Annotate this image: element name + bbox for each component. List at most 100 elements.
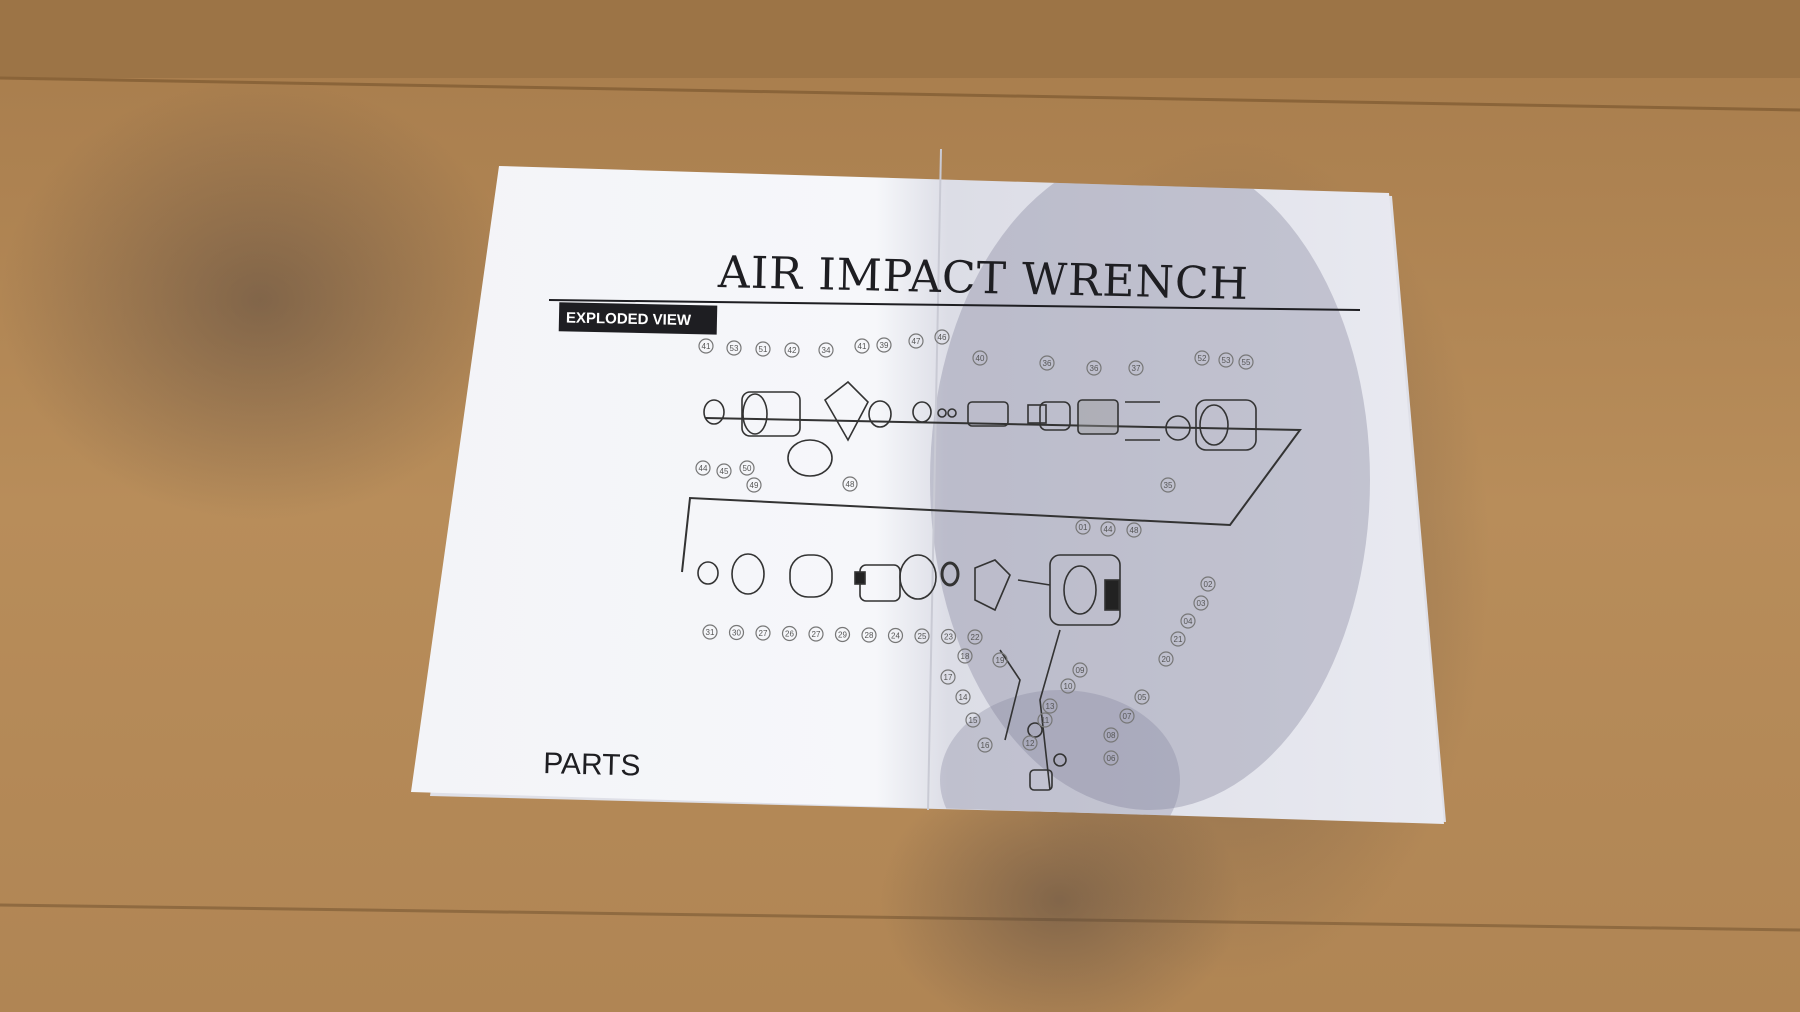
- section-badge: [558, 302, 718, 335]
- callout-circle: [914, 628, 930, 644]
- callout-number: 11: [1041, 716, 1050, 725]
- callout-circle: [702, 624, 718, 640]
- callout-circle: [728, 624, 745, 641]
- callout-number: 48: [1130, 526, 1139, 535]
- callout-circle: [1119, 708, 1135, 724]
- callout-number: 25: [918, 632, 927, 641]
- callout-circle: [955, 689, 971, 705]
- callout-circle: [818, 342, 834, 358]
- callout-circle: [965, 712, 981, 728]
- callout-number: 47: [912, 337, 921, 346]
- callout-number: 01: [1079, 523, 1088, 532]
- callout-circle: [967, 629, 983, 645]
- callout-circle: [781, 625, 798, 642]
- hand-shadow: [880, 760, 1240, 1012]
- callout-circle: [746, 477, 762, 493]
- callout-circle: [1194, 350, 1210, 366]
- callout-number: 02: [1204, 580, 1213, 589]
- callout-number: 55: [1242, 358, 1251, 367]
- cardboard-top-flap: [0, 0, 1800, 78]
- callout-circle: [1238, 354, 1254, 370]
- callout-circle: [972, 350, 988, 366]
- callout-circle: [698, 338, 714, 354]
- callout-number: 07: [1123, 712, 1132, 721]
- callout-circle: [940, 628, 957, 645]
- callout-number: 03: [1197, 599, 1206, 608]
- hand-shadow-on-paper: [930, 166, 1370, 810]
- callout-number: 27: [812, 630, 821, 639]
- callout-number: 40: [976, 354, 985, 363]
- callout-number: 39: [880, 341, 889, 350]
- section-badge-label: EXPLODED VIEW: [566, 309, 692, 329]
- callout-circle: [834, 626, 851, 643]
- callout-number: 49: [750, 481, 759, 490]
- callout-number: 12: [1026, 739, 1035, 748]
- callout-number: 41: [702, 342, 711, 351]
- callout-circle: [1170, 631, 1186, 647]
- callout-number: 26: [785, 630, 794, 639]
- callout-circle: [908, 333, 924, 349]
- callout-circle: [940, 669, 956, 685]
- callout-number: 45: [720, 467, 729, 476]
- callout-number: 35: [1164, 481, 1173, 490]
- callout-circle: [1037, 712, 1053, 728]
- paper-fold: [927, 148, 942, 811]
- callout-number: 34: [822, 346, 831, 355]
- callout-circle: [1075, 519, 1091, 535]
- callout-number: 04: [1184, 617, 1193, 626]
- callout-number: 05: [1138, 693, 1147, 702]
- callout-circle: [887, 627, 904, 644]
- document-title: AIR IMPACT WRENCH: [716, 247, 1249, 310]
- callout-number: 36: [1043, 359, 1052, 368]
- callout-circle: [1103, 727, 1119, 743]
- callout-circle: [1039, 355, 1055, 371]
- callout-circle: [808, 626, 824, 642]
- exploded-view-diagram: [681, 380, 1302, 791]
- callout-number: 42: [788, 346, 797, 355]
- hand-shadow-on-paper: [940, 690, 1180, 824]
- callout-circle: [854, 338, 870, 354]
- callout-number: 13: [1046, 702, 1055, 711]
- callout-circle: [1060, 678, 1076, 694]
- callout-number: 37: [1132, 364, 1141, 373]
- callout-number: 24: [891, 632, 900, 641]
- callout-circle: [1218, 352, 1234, 368]
- callout-number: 09: [1076, 666, 1085, 675]
- callout-number: 19: [996, 656, 1005, 665]
- callout-number: 21: [1174, 635, 1183, 644]
- callout-circle: [1022, 735, 1038, 751]
- hand-shadow: [0, 80, 520, 520]
- callout-number: 53: [1222, 356, 1231, 365]
- callout-circle: [1100, 521, 1116, 537]
- callout-number: 16: [981, 741, 990, 750]
- callout-circle: [842, 476, 858, 492]
- callout-number: 52: [1198, 354, 1207, 363]
- callout-circle: [1086, 360, 1102, 376]
- callout-number: 30: [732, 629, 741, 638]
- callout-circle: [1134, 689, 1150, 705]
- callout-number: 15: [969, 716, 978, 725]
- callout-circle: [876, 337, 892, 353]
- callout-number: 23: [944, 633, 953, 642]
- title-underline: [548, 299, 1361, 311]
- callout-number: 18: [961, 652, 970, 661]
- callout-circle: [1158, 651, 1174, 667]
- callout-number: 20: [1162, 655, 1171, 664]
- callout-circle: [695, 460, 711, 476]
- callout-circle: [1193, 595, 1209, 611]
- callout-circle: [1042, 698, 1058, 714]
- callout-number: 14: [959, 693, 968, 702]
- callout-number: 53: [730, 344, 739, 353]
- callout-circle: [755, 625, 771, 641]
- callout-number: 28: [865, 631, 874, 640]
- callout-number: 46: [938, 333, 947, 342]
- callout-circle: [1103, 750, 1119, 766]
- callout-number: 41: [858, 342, 867, 351]
- callout-circle: [861, 627, 877, 643]
- callout-circle: [1128, 360, 1144, 376]
- callout-number: 50: [743, 464, 752, 473]
- callout-circle: [1180, 613, 1196, 629]
- callout-circle: [1200, 576, 1216, 592]
